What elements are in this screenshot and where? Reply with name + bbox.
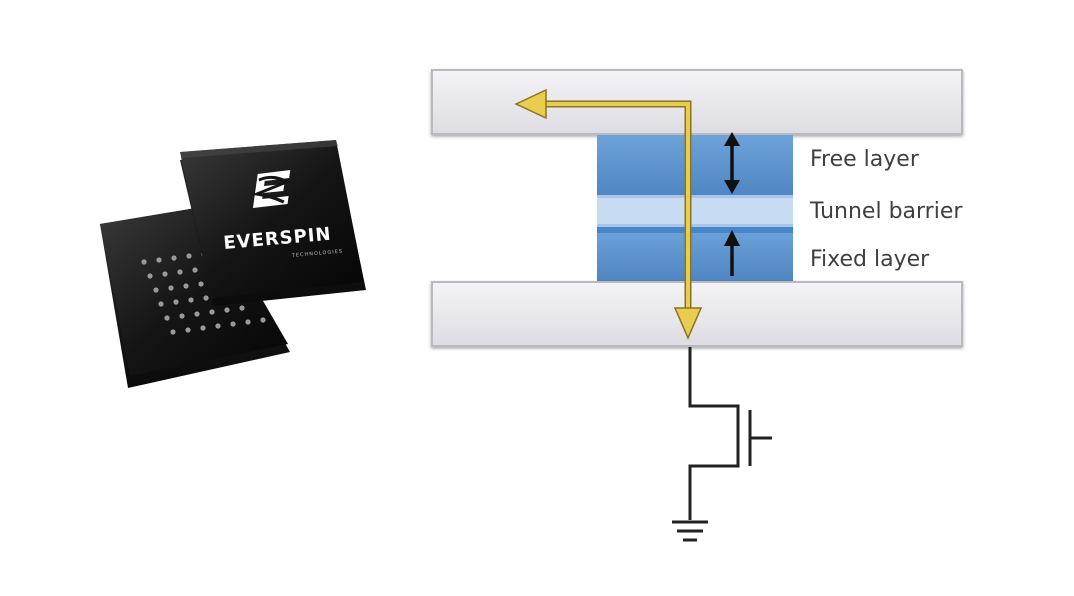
mtj-stack: Free layer Tunnel barrier Fixed layer — [431, 69, 963, 347]
top-electrode — [431, 69, 963, 135]
fixed-layer — [597, 227, 793, 281]
chip-brand-subtitle: TECHNOLOGIES — [291, 249, 344, 260]
tunnel-barrier-label: Tunnel barrier — [809, 199, 963, 224]
chip-bottom-view — [100, 206, 290, 388]
current-path-arrow — [514, 88, 703, 340]
arrow-up-icon — [724, 230, 740, 276]
ground-symbol-icon — [672, 520, 708, 542]
everspin-chip-illustration: EVERSPIN TECHNOLOGIES — [100, 140, 366, 388]
free-layer-label: Free layer — [810, 147, 920, 172]
bga-ball-grid — [141, 251, 266, 335]
everspin-e-logo-icon — [251, 170, 291, 208]
chip-top-view: EVERSPIN TECHNOLOGIES — [180, 140, 366, 306]
free-layer — [597, 135, 793, 195]
nmos-transistor-symbol-icon — [688, 347, 772, 520]
double-arrow-vertical-icon — [724, 132, 740, 194]
tunnel-barrier — [597, 195, 793, 227]
fixed-layer-label: Fixed layer — [810, 247, 930, 272]
